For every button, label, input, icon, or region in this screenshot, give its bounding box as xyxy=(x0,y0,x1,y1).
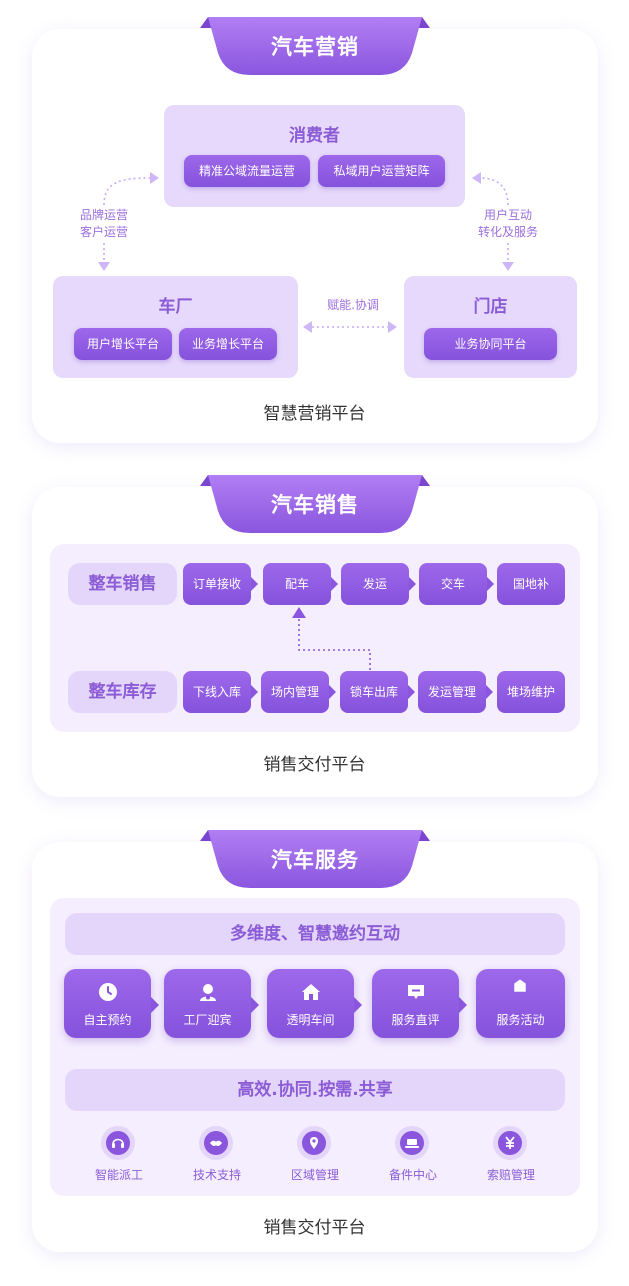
step-shipping-management[interactable]: 发运管理 xyxy=(418,671,493,713)
handshake-icon xyxy=(210,1140,222,1147)
step-deliver[interactable]: 交车 xyxy=(419,563,494,605)
service-title: 汽车服务 xyxy=(271,848,359,872)
support-label: 备件中心 xyxy=(388,1168,437,1182)
middle-caption: 赋能.协调 xyxy=(327,298,379,312)
laptop-icon xyxy=(405,1139,419,1148)
support-claims[interactable]: 索赔管理 xyxy=(471,1126,551,1186)
service-item-transparent-workshop[interactable]: 透明车间 xyxy=(267,969,362,1038)
left-caption-line2: 客户运营 xyxy=(79,225,128,239)
store-title: 门店 xyxy=(473,297,508,317)
marketing-title: 汽车营销 xyxy=(271,35,359,59)
step-order-receive[interactable]: 订单接收 xyxy=(183,563,258,605)
support-region[interactable]: 区域管理 xyxy=(275,1126,355,1186)
support-label: 索赔管理 xyxy=(486,1168,535,1182)
chat-icon xyxy=(408,985,424,999)
step-subsidy[interactable]: 国地补 xyxy=(497,563,565,605)
right-caption-line2: 转化及服务 xyxy=(477,225,538,239)
support-label: 智能派工 xyxy=(94,1168,143,1182)
factory-pill-business-growth[interactable]: 业务增长平台 xyxy=(179,328,277,360)
service-item-label: 透明车间 xyxy=(286,1013,335,1027)
left-caption: 品牌运营 客户运营 xyxy=(72,207,136,241)
home-icon xyxy=(302,984,320,1000)
row-label-vehicle-sales: 整车销售 xyxy=(68,563,177,605)
person-icon xyxy=(200,984,216,1001)
consumer-pill-public[interactable]: 精准公域流量运营 xyxy=(184,155,310,187)
service-item-label: 服务直评 xyxy=(391,1013,440,1027)
store-box: 门店 业务协同平台 xyxy=(404,276,577,378)
factory-box: 车厂 用户增长平台 业务增长平台 xyxy=(53,276,298,378)
support-smart-dispatch[interactable]: 智能派工 xyxy=(79,1126,159,1186)
consumer-box: 消费者 精准公域流量运营 私域用户运营矩阵 xyxy=(164,105,465,207)
service-banner-interaction: 多维度、智慧邀约互动 xyxy=(65,913,565,955)
service-item-label: 工厂迎宾 xyxy=(183,1013,232,1027)
store-pill-collab[interactable]: 业务协同平台 xyxy=(424,328,557,360)
service-title-tab: 汽车服务 xyxy=(200,830,430,888)
consumer-pill-private[interactable]: 私域用户运营矩阵 xyxy=(318,155,445,187)
sales-title: 汽车销售 xyxy=(271,493,359,517)
support-parts-center[interactable]: 备件中心 xyxy=(373,1126,453,1186)
step-allocate-car[interactable]: 配车 xyxy=(263,563,338,605)
headset-icon xyxy=(112,1138,124,1148)
row-label-vehicle-inventory: 整车库存 xyxy=(68,671,177,713)
right-caption: 用户互动 转化及服务 xyxy=(470,207,546,241)
sales-title-tab: 汽车销售 xyxy=(200,475,430,533)
service-item-factory-welcome[interactable]: 工厂迎宾 xyxy=(164,969,259,1038)
service-item-label: 自主预约 xyxy=(83,1013,132,1027)
support-label: 区域管理 xyxy=(290,1168,339,1182)
service-banner-collab: 高效.协同.按需.共享 xyxy=(65,1069,565,1111)
marketing-platform-label: 智慧营销平台 xyxy=(263,404,366,424)
right-caption-line1: 用户互动 xyxy=(483,208,532,222)
clock-icon xyxy=(99,983,117,1001)
yuan-icon xyxy=(505,1136,515,1149)
location-icon xyxy=(310,1137,318,1149)
service-item-activities[interactable]: 服务活动 xyxy=(476,969,565,1038)
bag-icon xyxy=(514,979,526,992)
consumer-title: 消费者 xyxy=(289,126,340,146)
step-offline-storage[interactable]: 下线入库 xyxy=(183,671,258,713)
service-item-label: 服务活动 xyxy=(496,1013,545,1027)
step-dispatch[interactable]: 发运 xyxy=(341,563,416,605)
service-platform-label: 销售交付平台 xyxy=(263,1218,366,1238)
step-lock-outbound[interactable]: 锁车出库 xyxy=(340,671,415,713)
left-caption-line1: 品牌运营 xyxy=(79,208,128,222)
service-item-self-booking[interactable]: 自主预约 xyxy=(64,969,159,1038)
step-yard-management[interactable]: 场内管理 xyxy=(261,671,336,713)
service-item-direct-review[interactable]: 服务直评 xyxy=(372,969,467,1038)
factory-title: 车厂 xyxy=(158,297,193,317)
marketing-title-tab: 汽车营销 xyxy=(200,17,430,75)
support-label: 技术支持 xyxy=(192,1168,241,1182)
support-tech[interactable]: 技术支持 xyxy=(177,1126,257,1186)
factory-pill-user-growth[interactable]: 用户增长平台 xyxy=(74,328,172,360)
step-yard-maintenance[interactable]: 堆场维护 xyxy=(497,671,565,713)
sales-platform-label: 销售交付平台 xyxy=(263,755,366,775)
